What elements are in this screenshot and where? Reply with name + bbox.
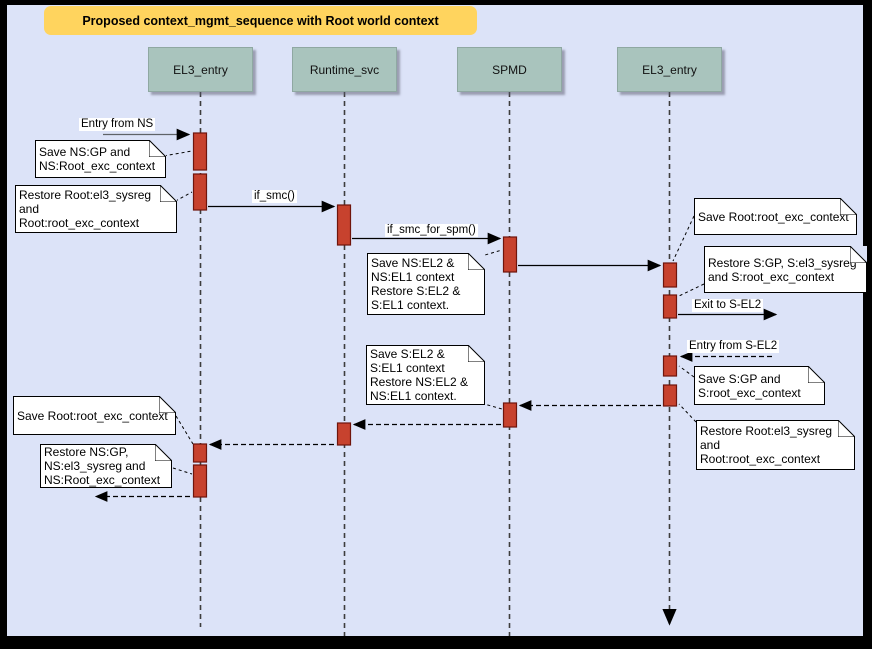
note-fold-icon [468, 345, 485, 362]
note-save-s-gp: Save S:GP and S:root_exc_context [694, 366, 825, 405]
lifeline-label: EL3_entry [173, 62, 228, 77]
note-save-ns-el2: Save NS:EL2 & NS:EL1 context Restore S:E… [367, 253, 485, 315]
note-save-ns-gp: Save NS:GP and NS:Root_exc_context [35, 140, 166, 178]
note-fold-icon [808, 366, 825, 383]
note-save-root-exc-right: Save Root:root_exc_context [694, 198, 857, 235]
note-fold-icon [468, 253, 485, 270]
lifeline-header-el3-entry-1: EL3_entry [148, 47, 253, 92]
diagram-title: Proposed context_mgmt_sequence with Root… [44, 6, 477, 35]
note-save-root-exc-left: Save Root:root_exc_context [13, 396, 176, 435]
diagram-canvas [7, 5, 863, 636]
message-label-entry-from-ns: Entry from NS [79, 118, 156, 131]
note-restore-root-el3-sysreg-1: Restore Root:el3_sysreg and Root:root_ex… [15, 185, 177, 233]
note-save-s-el2: Save S:EL2 & S:EL1 context Restore NS:EL… [366, 345, 485, 405]
note-fold-icon [840, 198, 857, 215]
lifeline-label: SPMD [492, 62, 527, 77]
note-fold-icon [159, 396, 176, 413]
lifeline-header-el3-entry-2: EL3_entry [617, 47, 722, 92]
note-restore-s-gp: Restore S:GP, S:el3_sysreg and S:root_ex… [704, 246, 867, 293]
note-fold-icon [838, 420, 855, 437]
note-fold-icon [160, 185, 177, 202]
message-label-entry-from-s-el2: Entry from S-EL2 [687, 340, 780, 353]
message-label-exit-to-s-el2: Exit to S-EL2 [692, 299, 764, 312]
lifeline-label: EL3_entry [642, 62, 697, 77]
lifeline-header-spmd: SPMD [457, 47, 562, 92]
message-label-if-smc: if_smc() [252, 190, 297, 203]
message-label-if-smc-for-spm: if_smc_for_spm() [385, 224, 478, 237]
lifeline-label: Runtime_svc [309, 62, 380, 77]
note-fold-icon [850, 246, 867, 263]
note-restore-root-el3-sysreg-2: Restore Root:el3_sysreg and Root:root_ex… [696, 420, 855, 470]
lifeline-header-runtime-svc: Runtime_svc [292, 47, 397, 92]
note-fold-icon [155, 444, 172, 461]
note-fold-icon [149, 140, 166, 157]
note-restore-ns-gp: Restore NS:GP, NS:el3_sysreg and NS:Root… [40, 444, 172, 488]
